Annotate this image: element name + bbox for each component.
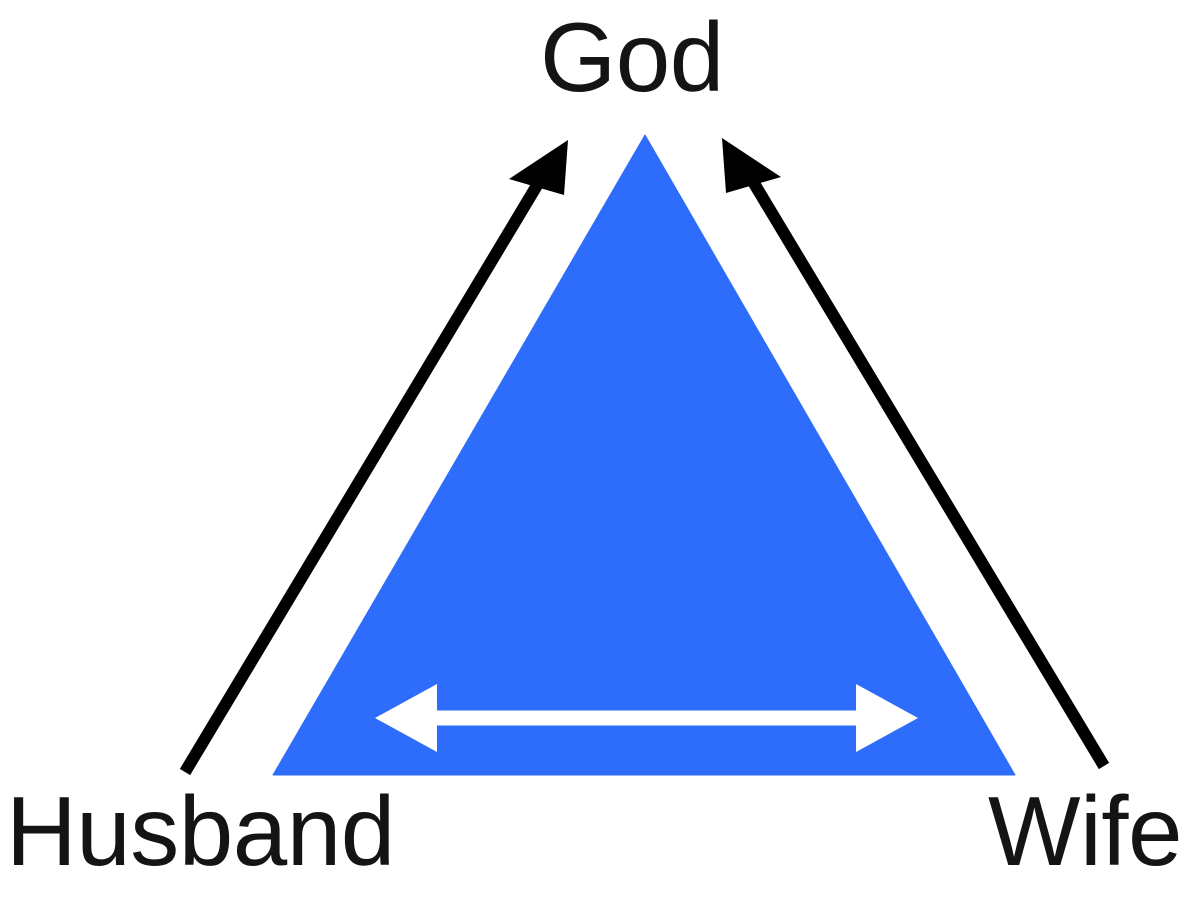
husband-wife-arrow-head-right	[856, 684, 918, 752]
wife-to-god-arrow	[722, 138, 1110, 770]
node-label-husband: Husband	[6, 776, 395, 886]
husband-to-god-arrow-shaft	[179, 168, 551, 776]
husband-to-god-arrow	[179, 140, 568, 776]
husband-to-god-arrow-head	[509, 140, 568, 195]
husband-wife-arrow-head-left	[375, 684, 437, 752]
wife-to-god-arrow-shaft	[740, 166, 1110, 770]
husband-wife-double-arrow	[375, 684, 918, 752]
node-label-god: God	[540, 2, 724, 112]
blue-triangle-shape	[272, 134, 1016, 776]
wife-to-god-arrow-head	[722, 138, 781, 193]
node-label-wife: Wife	[988, 776, 1183, 886]
